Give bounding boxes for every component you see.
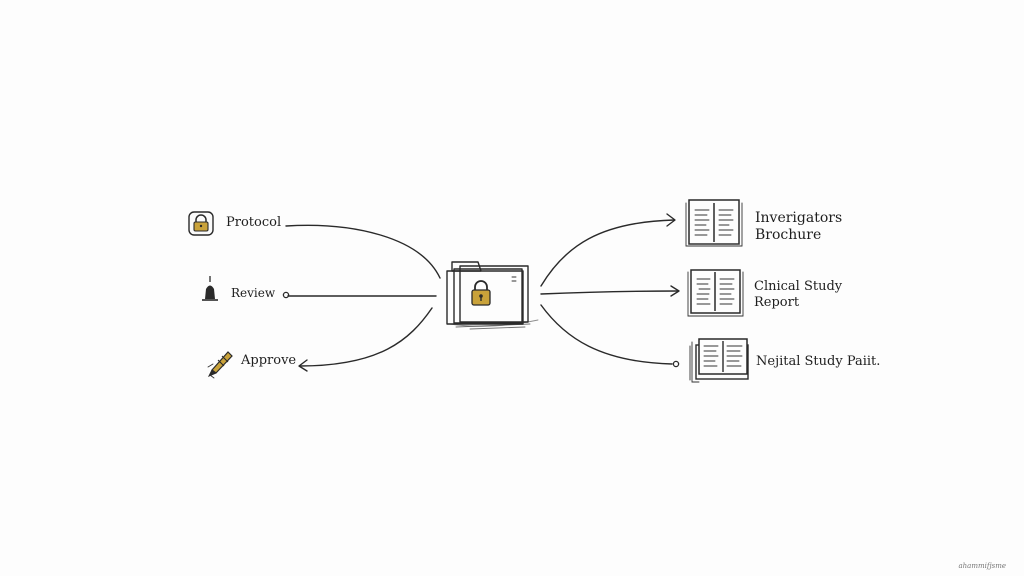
open-book-icon xyxy=(685,199,743,247)
connector-folder-to-report xyxy=(540,290,679,295)
locked-folder-icon xyxy=(446,261,539,330)
padlock-icon xyxy=(188,211,214,236)
approve-arrowhead xyxy=(298,359,308,372)
output-label-brochure-line2: Brochure xyxy=(755,227,822,243)
report-arrowhead xyxy=(670,285,680,297)
output-label-study: Nejital Study Paiit. xyxy=(756,353,880,370)
output-label-report-line2: Report xyxy=(754,295,800,310)
brochure-arrowhead xyxy=(666,213,676,227)
book-stack-icon xyxy=(689,338,749,383)
input-label-protocol: Protocol xyxy=(226,215,282,230)
artist-signature: ahammifjsme xyxy=(958,562,1006,570)
output-label-report-line1: Clnical Study xyxy=(754,279,843,294)
output-label-study-line1: Nejital Study Paiit. xyxy=(756,354,881,369)
output-label-brochure: Inverigators Brochure xyxy=(755,210,842,244)
review-connector-dot xyxy=(282,291,290,299)
connector-folder-to-approve xyxy=(299,307,433,367)
study-connector-dot xyxy=(672,360,680,368)
bell-icon xyxy=(202,276,218,301)
connector-protocol-to-folder xyxy=(285,224,441,279)
input-label-review: Review xyxy=(231,286,276,300)
input-label-approve: Approve xyxy=(241,353,297,368)
open-book-icon xyxy=(687,269,744,317)
pen-icon xyxy=(207,351,233,379)
output-label-brochure-line1: Inverigators xyxy=(755,210,843,226)
output-label-report: Clnical Study Report xyxy=(754,279,842,311)
connector-folder-to-study xyxy=(540,304,673,365)
connector-folder-to-brochure xyxy=(540,219,675,287)
